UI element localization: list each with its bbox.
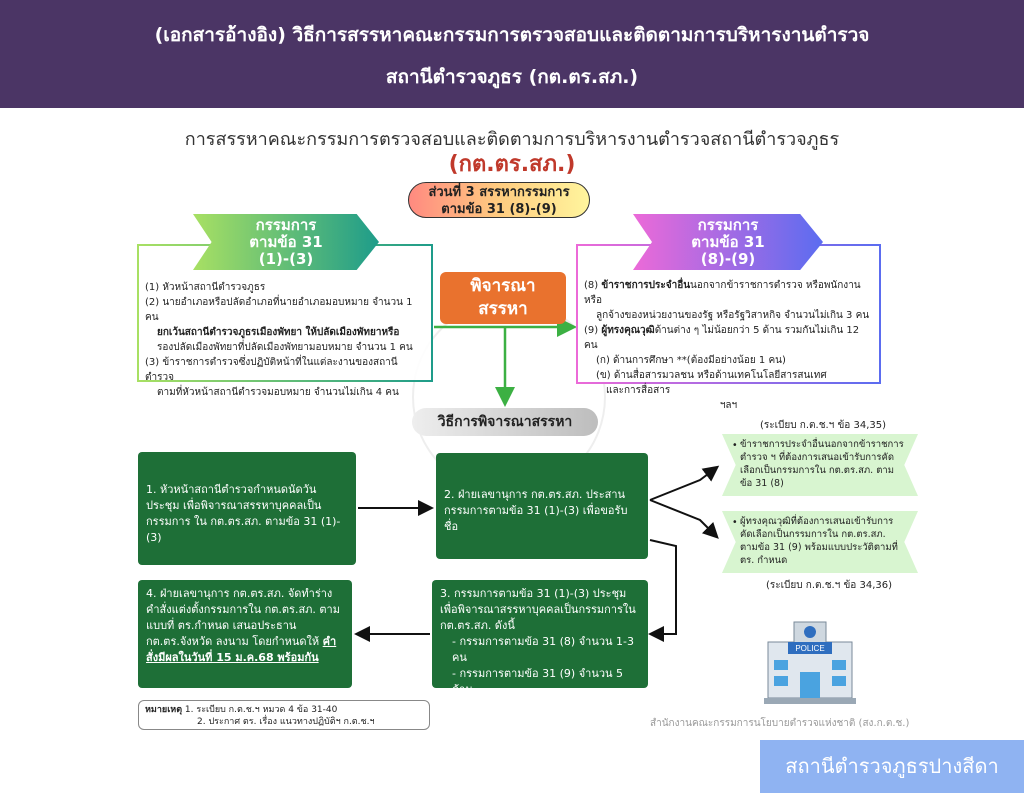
committee-8-9-banner: กรรมการ ตามข้อ 31 (8)-(9): [633, 214, 823, 270]
committee-1-3-banner: กรรมการ ตามข้อ 31 (1)-(3): [193, 214, 379, 270]
arrow-step2-to-side1: [649, 465, 720, 501]
police-station-icon: POLICE: [764, 621, 856, 704]
left-item-2-cont2: รองปลัดเมืองพัทยาที่ปลัดเมืองพัทยามอบหมา…: [157, 342, 413, 353]
right-item-9a: (ก) ด้านการศึกษา **(ต้องมีอย่างน้อย 1 คน…: [596, 355, 786, 366]
right-item-8-cont: ลูกจ้างของหน่วยงานของรัฐ หรือรัฐวิสาหกิจ…: [596, 310, 870, 321]
part3-line2: ตามข้อ 31 (8)-(9): [441, 202, 557, 217]
right-item-etc: ฯลฯ: [719, 400, 738, 411]
header-bar: (เอกสารอ้างอิง) วิธีการสรรหาคณะกรรมการตร…: [0, 0, 1024, 108]
bullet-icon: •: [732, 517, 738, 528]
agency-credit: สำนักงานคณะกรรมการนโยบายตำรวจแห่งชาติ (ส…: [650, 718, 910, 729]
regulation-ref-2: (ระเบียบ ก.ต.ช.ฯ ข้อ 34,36): [766, 580, 893, 591]
step-1-box: 1. หัวหน้าสถานีตำรวจกำหนดนัดวันประชุม เพ…: [138, 452, 356, 565]
police-sign-text: POLICE: [795, 644, 824, 653]
right-banner-line3: (8)-(9): [700, 250, 756, 268]
arrow-step2-to-side2: [649, 499, 719, 539]
station-name-footer: สถานีตำรวจภูธรปางสีดา: [760, 740, 1024, 793]
regulation-ref-1: (ระเบียบ ก.ต.ช.ฯ ข้อ 34,35): [760, 420, 887, 431]
left-banner-line1: กรรมการ: [255, 216, 317, 234]
remarks-line2: 2. ประกาศ ตร. เรื่อง แนวทางปฏิบัติฯ ก.ต.…: [197, 717, 375, 727]
header-title-line1: (เอกสารอ้างอิง) วิธีการสรรหาคณะกรรมการตร…: [154, 24, 870, 46]
method-title: วิธีการพิจารณาสรรหา: [412, 408, 598, 436]
diagram-subtitle: (กต.ตร.สภ.): [448, 152, 576, 177]
right-item-9: (9) ผู้ทรงคุณวุฒิด้านต่าง ๆ ไม่น้อยกว่า …: [584, 325, 860, 351]
consider-recruit-label: พิจารณา สรรหา: [440, 272, 566, 324]
step-2-box: 2. ฝ่ายเลขานุการ กต.ตร.สภ. ประสานกรรมการ…: [436, 453, 648, 559]
right-item-9b: (ข) ด้านสื่อสารมวลชน หรือด้านเทคโนโลยีสา…: [596, 370, 827, 381]
remarks-line1: 1. ระเบียบ ก.ต.ช.ฯ หมวด 4 ข้อ 31-40: [184, 705, 338, 715]
step-2-text: 2. ฝ่ายเลขานุการ กต.ตร.สภ. ประสานกรรมการ…: [444, 488, 628, 533]
left-item-2: (2) นายอำเภอหรือปลัดอำเภอที่นายอำเภอมอบห…: [145, 297, 413, 323]
step-1-text: 1. หัวหน้าสถานีตำรวจกำหนดนัดวันประชุม เพ…: [146, 483, 341, 544]
diagram-title: การสรรหาคณะกรรมการตรวจสอบและติดตามการบริ…: [184, 129, 840, 150]
header-title-line2: สถานีตำรวจภูธร (กต.ตร.สภ.): [385, 66, 639, 88]
arrow-step2-to-step3: [648, 539, 677, 642]
left-item-3-cont: ตามที่หัวหน้าสถานีตำรวจมอบหมาย จำนวนไม่เ…: [157, 387, 399, 398]
remarks-box: หมายเหตุ 1. ระเบียบ ก.ต.ช.ฯ หมวด 4 ข้อ 3…: [138, 700, 430, 730]
committee-1-3-box: (1) หัวหน้าสถานีตำรวจภูธร (2) นายอำเภอหร…: [137, 244, 433, 398]
part3-line1: ส่วนที่ 3 สรรหากรรมการ: [428, 185, 570, 200]
right-item-8: (8) ข้าราชการประจำอื่นนอกจากข้าราชการตำร…: [584, 280, 861, 306]
right-banner-line2: ตามข้อ 31: [691, 233, 765, 251]
right-banner-line1: กรรมการ: [697, 216, 759, 234]
part3-label: ส่วนที่ 3 สรรหากรรมการ ตามข้อ 31 (8)-(9): [408, 182, 590, 218]
step-3-item-c: รวมไม่เกิน 12 คน: [440, 699, 526, 712]
consider-line1: พิจารณา: [470, 276, 536, 296]
right-item-9b-cont: และการสื่อสาร: [606, 385, 671, 396]
remarks-label: หมายเหตุ: [145, 705, 183, 715]
consider-line2: สรรหา: [478, 299, 528, 319]
bullet-icon: •: [732, 440, 738, 451]
side-box-item-8: • ข้าราชการประจำอื่นนอกจากข้าราชการตำรวจ…: [722, 434, 918, 496]
left-item-2-cont1: ยกเว้นสถานีตำรวจภูธรเมืองพัทยา ให้ปลัดเม…: [157, 327, 400, 338]
left-banner-line3: (1)-(3): [258, 250, 314, 268]
step-3-box: 3. กรรมการตามข้อ 31 (1)-(3) ประชุมเพื่อพ…: [432, 580, 648, 712]
side-box-2-text: ผู้ทรงคุณวุฒิที่ต้องการเสนอเข้ารับการคัด…: [740, 516, 898, 566]
step-4-box: 4. ฝ่ายเลขานุการ กต.ตร.สภ. จัดทำร่างคำสั…: [138, 580, 352, 688]
side-box-item-9: • ผู้ทรงคุณวุฒิที่ต้องการเสนอเข้ารับการค…: [722, 511, 918, 573]
step-3-text: 3. กรรมการตามข้อ 31 (1)-(3) ประชุมเพื่อพ…: [440, 587, 636, 632]
left-banner-line2: ตามข้อ 31: [249, 233, 323, 251]
side-box-1-text: ข้าราชการประจำอื่นนอกจากข้าราชการตำรวจ ฯ…: [740, 439, 904, 489]
left-item-1: (1) หัวหน้าสถานีตำรวจภูธร: [145, 282, 266, 293]
step-3-item-b: - กรรมการตามข้อ 31 (9) จำนวน 5 ด้าน: [452, 667, 624, 696]
step-4-effective-date: คำสั่งมีผลในวันที่ 15 ม.ค.68 พร้อมกัน: [146, 635, 337, 664]
step-4-text: 4. ฝ่ายเลขานุการ กต.ตร.สภ. จัดทำร่างคำสั…: [146, 587, 340, 648]
step-3-item-a: - กรรมการตามข้อ 31 (8) จำนวน 1-3 คน: [452, 635, 635, 664]
left-item-3: (3) ข้าราชการตำรวจซึ่งปฏิบัติหน้าที่ในแต…: [145, 357, 398, 383]
